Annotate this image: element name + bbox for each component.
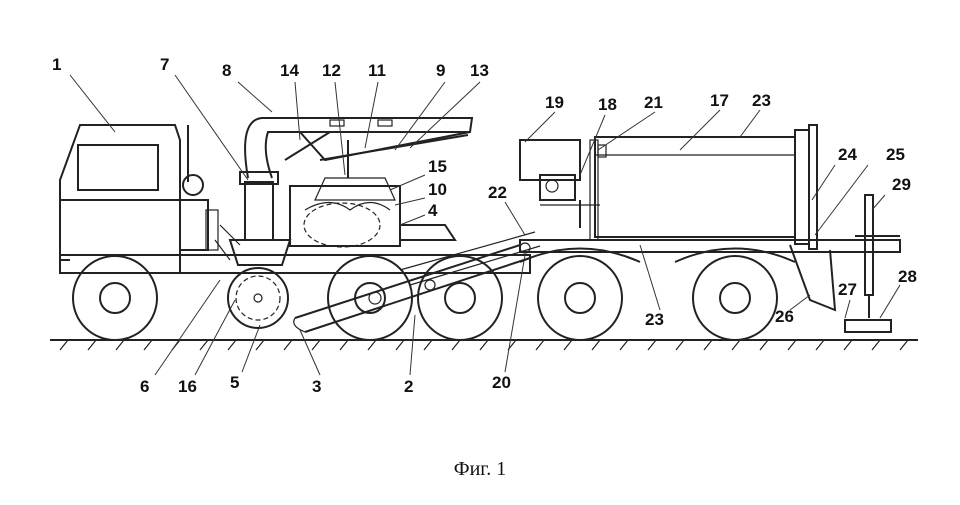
part-labels: 1 7 8 14 12 11 9 13 19 18 21 17 23 15 10… (52, 55, 917, 396)
label-3: 3 (312, 377, 321, 396)
wheels (72, 247, 796, 341)
grab-unit (289, 177, 457, 248)
label-26: 26 (775, 307, 794, 326)
label-18: 18 (598, 95, 617, 114)
conveyor-belts (293, 231, 541, 333)
crane-boom (244, 117, 474, 179)
label-15: 15 (428, 157, 447, 176)
label-2: 2 (404, 377, 413, 396)
label-23-bottom: 23 (645, 310, 664, 329)
label-10: 10 (428, 180, 447, 199)
label-7: 7 (160, 55, 169, 74)
label-9: 9 (436, 61, 445, 80)
label-21: 21 (644, 93, 663, 112)
leader-lines (69, 74, 901, 376)
rear-support (789, 194, 900, 333)
label-11: 11 (368, 61, 386, 80)
label-14: 14 (280, 61, 299, 80)
pump-unit (519, 139, 607, 228)
figure-caption: Фиг. 1 (453, 458, 507, 480)
label-27: 27 (838, 280, 857, 299)
hopper-body (589, 124, 818, 250)
label-28: 28 (898, 267, 917, 286)
label-23-top: 23 (752, 91, 771, 110)
label-1: 1 (52, 55, 61, 74)
label-8: 8 (222, 61, 231, 80)
label-5: 5 (230, 373, 239, 392)
chassis-frame (59, 239, 901, 274)
label-13: 13 (470, 61, 489, 80)
label-29: 29 (892, 175, 911, 194)
label-22: 22 (488, 183, 507, 202)
truck-cab (59, 124, 219, 272)
label-6: 6 (140, 377, 149, 396)
label-12: 12 (322, 61, 341, 80)
label-24: 24 (838, 145, 857, 164)
label-4: 4 (428, 201, 438, 220)
label-25: 25 (886, 145, 905, 164)
label-16: 16 (178, 377, 197, 396)
cutter-wheel (214, 171, 292, 329)
label-20: 20 (492, 373, 511, 392)
ground-line (50, 339, 918, 351)
label-19: 19 (545, 93, 564, 112)
label-17: 17 (710, 91, 729, 110)
